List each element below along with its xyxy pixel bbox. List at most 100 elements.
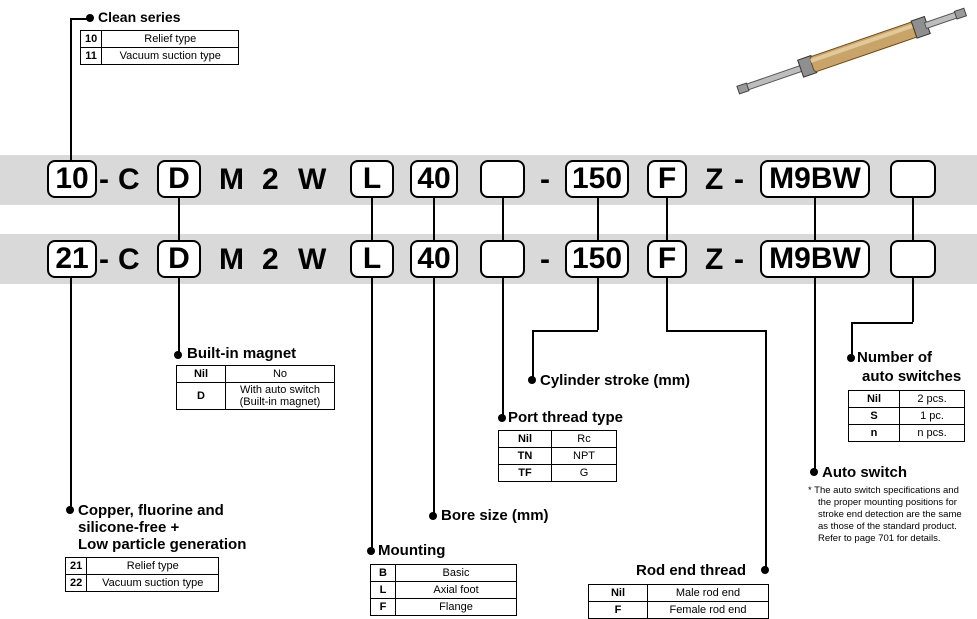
magnet-value-line2: (Built-in magnet): [239, 396, 321, 408]
magnet-leader: [178, 278, 180, 354]
connector-number: [912, 198, 914, 240]
row2-2: 2: [262, 243, 279, 276]
number-title-1: Number of: [857, 349, 932, 366]
mounting-key: L: [370, 581, 396, 599]
mounting-dot: [367, 547, 375, 555]
copper-key: 21: [64, 557, 88, 575]
number-leader-v2: [851, 322, 853, 356]
port-value: NPT: [551, 447, 617, 465]
port-key: TF: [498, 464, 552, 482]
clean-series-value: Relief type: [101, 30, 240, 48]
copper-value: Relief type: [86, 557, 220, 575]
row1-bore-box: 40: [410, 160, 458, 198]
stroke-dot: [528, 376, 536, 384]
row2-dash3: -: [734, 243, 744, 276]
copper-key: 22: [64, 574, 88, 592]
row1-switch-box: M9BW: [760, 160, 870, 198]
stroke-title: Cylinder stroke (mm): [540, 372, 691, 389]
row2-c: C: [118, 243, 140, 276]
row2-dash1: -: [99, 243, 109, 276]
copper-title-2: silicone-free +: [78, 519, 180, 536]
autosw-note-mark: *: [808, 485, 812, 496]
number-leader-v1: [912, 278, 914, 322]
number-leader-h: [851, 322, 913, 324]
clean-series-key: 11: [79, 47, 103, 65]
row1-dash3: -: [734, 163, 744, 196]
stroke-leader-h: [532, 330, 598, 332]
autosw-title: Auto switch: [822, 464, 907, 481]
magnet-key: D: [176, 382, 226, 410]
row2-stroke-box: 150: [565, 240, 629, 278]
row2-switch-box: M9BW: [760, 240, 870, 278]
magnet-title: Built-in magnet: [187, 345, 297, 362]
magnet-value: No: [225, 365, 335, 383]
port-value: G: [551, 464, 617, 482]
number-value: 2 pcs.: [899, 390, 965, 408]
row1-m: M: [219, 163, 244, 196]
autosw-note-line: as those of the standard product.: [818, 521, 957, 532]
rod-key: F: [588, 601, 648, 619]
number-dot: [847, 354, 855, 362]
autosw-note: * The auto switch specifications and the…: [808, 485, 976, 545]
autosw-dot: [810, 468, 818, 476]
number-key: Nil: [848, 390, 900, 408]
clean-series-dot: [86, 14, 94, 22]
connector-port: [502, 198, 504, 240]
connector-switch: [814, 198, 816, 240]
connector-d: [178, 198, 180, 240]
mounting-key: B: [370, 564, 396, 582]
number-key: n: [848, 424, 900, 442]
row2-bore-box: 40: [410, 240, 458, 278]
rod-leader-v2: [765, 330, 767, 570]
magnet-value-line1: With auto switch: [239, 384, 321, 396]
rod-leader-h: [666, 330, 766, 332]
stroke-leader-v2: [532, 330, 534, 378]
row2-z: Z: [705, 243, 724, 276]
clean-series-value: Vacuum suction type: [101, 47, 240, 65]
mounting-value: Basic: [395, 564, 517, 582]
row1-f-box: F: [647, 160, 687, 198]
clean-series-key: 10: [79, 30, 103, 48]
autosw-note-line: stroke end detection are the same: [818, 509, 962, 520]
mounting-value: Flange: [395, 598, 517, 616]
row1-stroke-box: 150: [565, 160, 629, 198]
row1-prefix-box: 10: [47, 160, 97, 198]
clean-series-leader-h: [70, 18, 88, 20]
row1-dash1: -: [99, 163, 109, 196]
row1-l-box: L: [350, 160, 394, 198]
row1-port-box: [480, 160, 525, 198]
row1-z: Z: [705, 163, 724, 196]
row1-w: W: [298, 163, 327, 196]
connector-f: [666, 198, 668, 240]
row1-d-box: D: [157, 160, 201, 198]
autosw-note-line: Refer to page 701 for details.: [818, 533, 941, 544]
rod-dot: [761, 566, 769, 574]
port-key: TN: [498, 447, 552, 465]
copper-title-3: Low particle generation: [78, 536, 247, 553]
autosw-leader: [814, 278, 816, 470]
row1-2: 2: [262, 163, 279, 196]
connector-l: [371, 198, 373, 240]
rod-value: Male rod end: [647, 584, 769, 602]
port-leader: [502, 278, 504, 418]
row2-prefix-box: 21: [47, 240, 97, 278]
row2-port-box: [480, 240, 525, 278]
row2-dash2: -: [540, 243, 550, 276]
autosw-note-line: the proper mounting positions for: [818, 497, 957, 508]
row1-number-box: [890, 160, 936, 198]
row2-d-box: D: [157, 240, 201, 278]
port-dot: [498, 414, 506, 422]
number-key: S: [848, 407, 900, 425]
copper-leader: [70, 278, 72, 508]
port-key: Nil: [498, 430, 552, 448]
connector-stroke: [597, 198, 599, 240]
row2-number-box: [890, 240, 936, 278]
connector-bore: [433, 198, 435, 240]
bore-dot: [429, 512, 437, 520]
stroke-leader-v1: [597, 278, 599, 330]
